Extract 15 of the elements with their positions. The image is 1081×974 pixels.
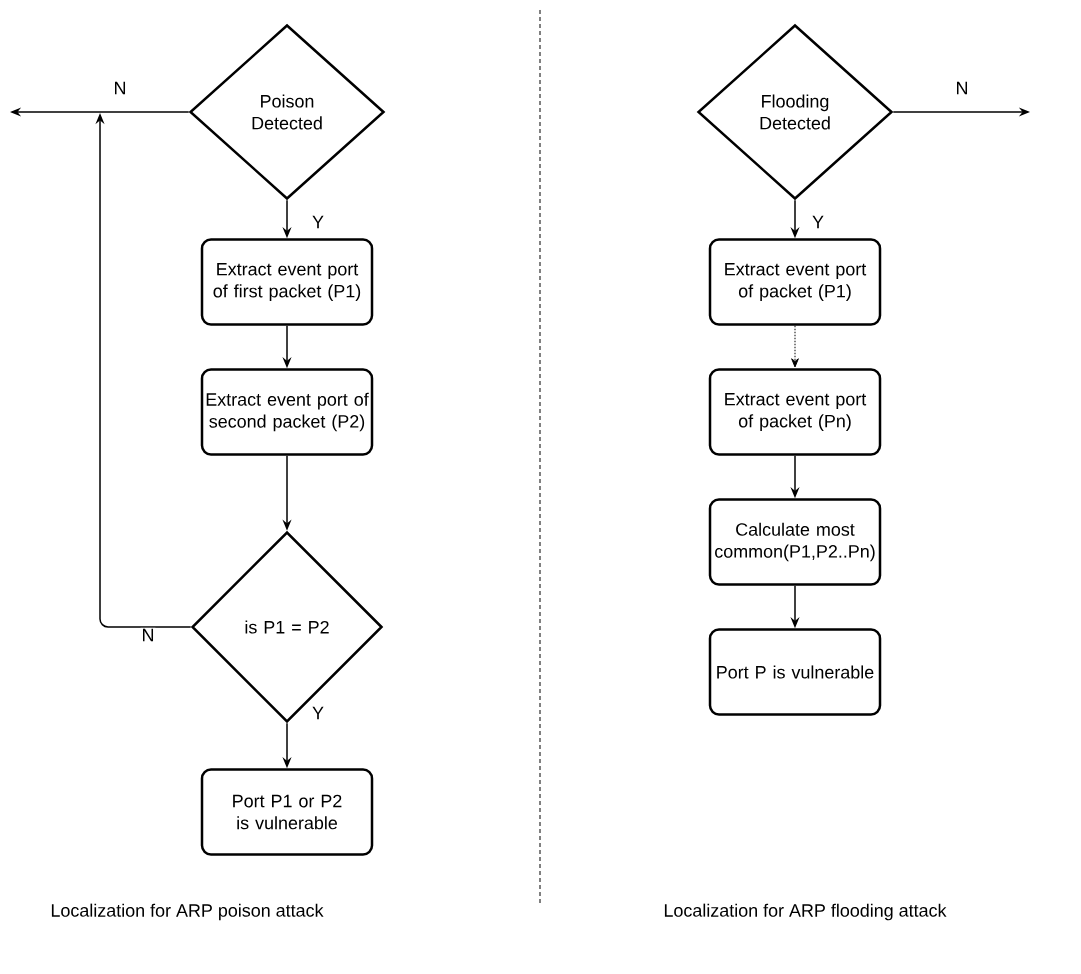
process-box: Extract event port of packet (P1) (708, 238, 882, 326)
edge-label: Y (311, 214, 325, 230)
process-box: Extract event port of first packet (P1) (200, 238, 374, 326)
caption: Localization for ARP flooding attack (664, 903, 947, 921)
process-box: Extract event port of second packet (P2) (200, 368, 374, 456)
caption: Localization for ARP poison attack (51, 903, 324, 921)
arrow (791, 325, 799, 368)
process-box: Extract event port of packet (Pn) (708, 368, 882, 456)
process-box: Port P is vulnerable (708, 628, 882, 716)
edge-label: N (112, 80, 128, 96)
process-box: Port P1 or P2 is vulnerable (200, 768, 374, 856)
edge-label: Y (811, 214, 825, 230)
process-box: Calculate most common(P1,P2..Pn) (708, 498, 882, 586)
edge-label: N (954, 80, 970, 96)
edge-label: Y (311, 705, 325, 721)
